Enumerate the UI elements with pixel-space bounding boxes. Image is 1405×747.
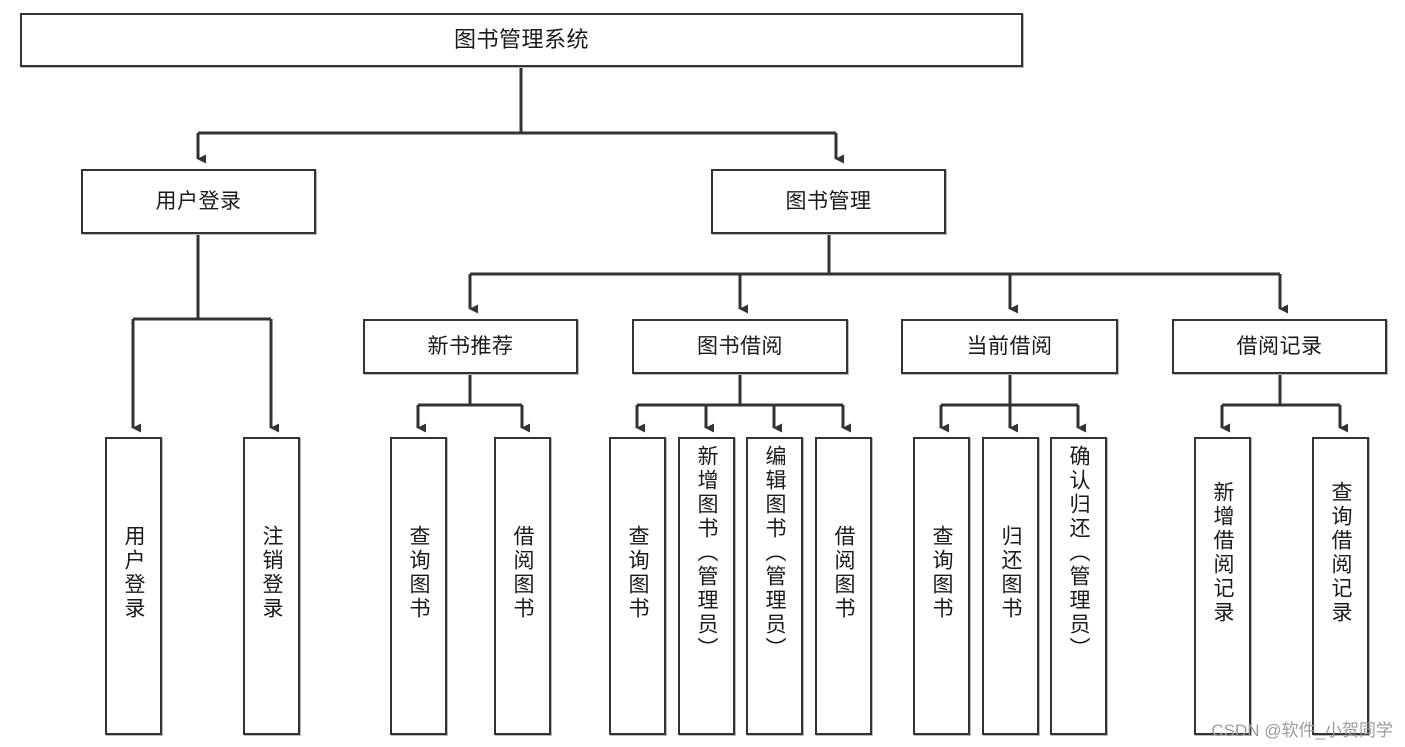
leaf-user-login-signin[interactable]: 用户登录	[105, 437, 162, 735]
node-label: 注销登录	[260, 525, 283, 621]
node-label: 编辑图书（管理员）	[763, 445, 786, 661]
leaf-record-add-record[interactable]: 新增借阅记录	[1194, 437, 1251, 735]
node-label: 图书管理	[785, 190, 872, 213]
node-label: 查询图书	[407, 525, 430, 621]
node-label: 查询图书	[626, 525, 649, 621]
node-label: 确认归还（管理员）	[1067, 445, 1090, 661]
leaf-current-confirm-return-admin[interactable]: 确认归还（管理员）	[1050, 437, 1107, 735]
node-label: 图书借阅	[697, 335, 783, 358]
node-label: 图书管理系统	[453, 27, 589, 52]
node-label: 归还图书	[999, 525, 1022, 621]
leaf-user-login-signout[interactable]: 注销登录	[243, 437, 300, 735]
node-label: 查询借阅记录	[1329, 481, 1352, 625]
leaf-borrow-borrow-book[interactable]: 借阅图书	[815, 437, 872, 735]
node-root-system[interactable]: 图书管理系统	[20, 13, 1023, 67]
leaf-borrow-add-book-admin[interactable]: 新增图书（管理员）	[678, 437, 735, 735]
node-label: 当前借阅	[966, 335, 1053, 358]
leaf-record-query-record[interactable]: 查询借阅记录	[1312, 437, 1369, 735]
node-book-management[interactable]: 图书管理	[711, 169, 946, 234]
node-label: 借阅图书	[511, 525, 534, 621]
leaf-current-return-book[interactable]: 归还图书	[982, 437, 1039, 735]
watermark-text: CSDN @软件_小贺同学	[1211, 721, 1393, 740]
node-label: 用户登录	[155, 190, 242, 213]
node-new-book-recommend[interactable]: 新书推荐	[363, 319, 578, 374]
leaf-borrow-edit-book-admin[interactable]: 编辑图书（管理员）	[746, 437, 803, 735]
node-label: 新书推荐	[427, 335, 514, 358]
node-user-login[interactable]: 用户登录	[81, 169, 316, 234]
node-label: 新增借阅记录	[1211, 481, 1234, 625]
node-label: 新增图书（管理员）	[695, 445, 718, 661]
node-label: 借阅图书	[832, 525, 855, 621]
node-label: 用户登录	[122, 525, 145, 621]
leaf-new-book-borrow[interactable]: 借阅图书	[494, 437, 551, 735]
node-label: 借阅记录	[1236, 335, 1323, 358]
leaf-borrow-query-book[interactable]: 查询图书	[609, 437, 666, 735]
node-borrow-record[interactable]: 借阅记录	[1172, 319, 1387, 374]
node-label: 查询图书	[930, 525, 953, 621]
leaf-current-query-book[interactable]: 查询图书	[913, 437, 970, 735]
node-book-borrow[interactable]: 图书借阅	[632, 319, 848, 374]
node-current-borrow[interactable]: 当前借阅	[901, 319, 1118, 374]
leaf-new-book-query[interactable]: 查询图书	[390, 437, 447, 735]
